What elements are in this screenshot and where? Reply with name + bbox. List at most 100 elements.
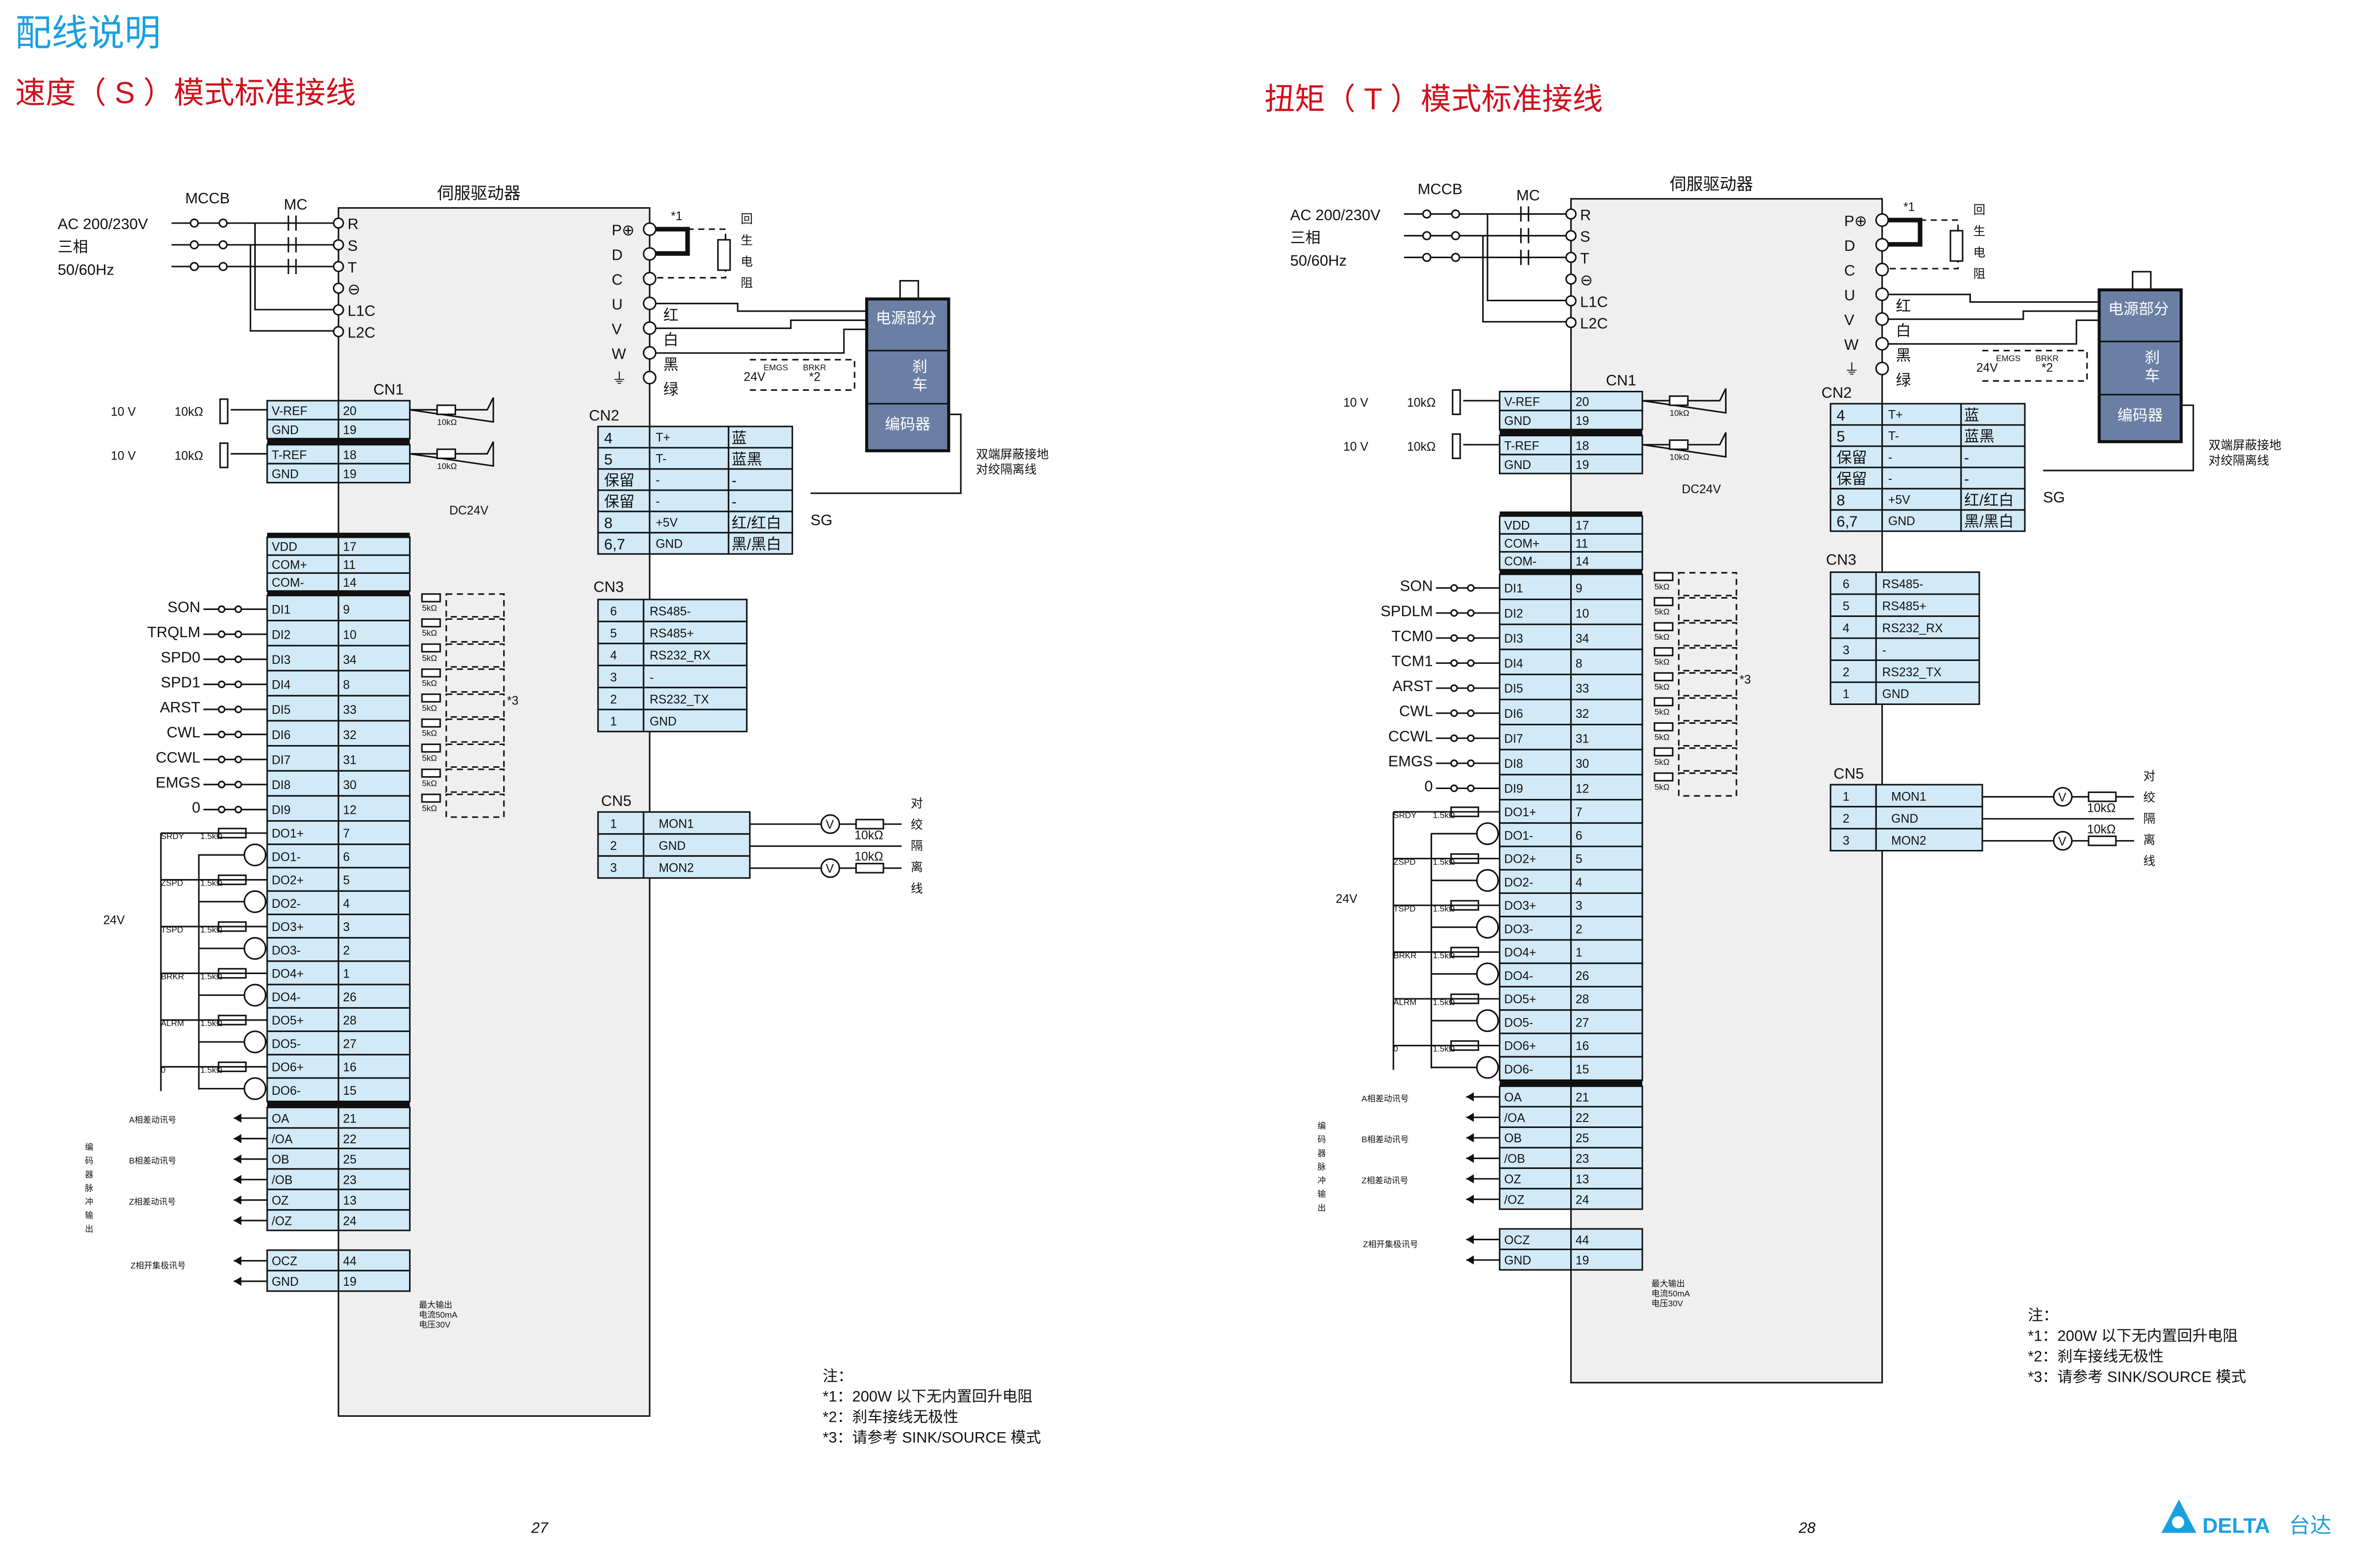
cn1-enc-name: /OA [1504, 1112, 1526, 1125]
analog-source-pot: 10kΩ [175, 406, 203, 419]
cn2-pin: 8 [1837, 492, 1845, 509]
cn1-enc-name: OA [272, 1112, 289, 1125]
cn2-pin: 5 [1837, 428, 1845, 445]
cn1-power-name: VDD [272, 541, 297, 554]
cn2-pin-cell [597, 447, 651, 470]
cn2-signal: - [655, 474, 659, 487]
di-optocoupler [1678, 747, 1737, 772]
cn1-power-name: VDD [1504, 519, 1530, 533]
di-signal-label: EMGS [1388, 752, 1433, 770]
driver-title: 伺服驱动器 [1670, 175, 1753, 193]
cn5-pin-cell [1829, 784, 1877, 808]
cn1-analog-pin: 18 [1576, 440, 1589, 453]
motor-brake-char: 车 [2145, 367, 2160, 384]
cn2-wire-color: 黑/黑白 [732, 536, 782, 553]
cn2-wire-color: 蓝黑 [1964, 428, 1994, 445]
analog-source-voltage: 10 V [1343, 396, 1368, 410]
enc-side-char: 冲 [85, 1197, 93, 1207]
motor-brake-char: 刹 [2145, 349, 2160, 366]
di-switch-contact [234, 781, 242, 789]
cn1-di-pin: 12 [1576, 783, 1589, 796]
arrow-left-icon [1466, 1174, 1474, 1184]
cn3-pin: 6 [610, 605, 617, 618]
motor-terminal-1 [1875, 238, 1889, 252]
cn1-di-pin: 9 [1576, 582, 1583, 596]
cn1-di-name: DI1 [272, 604, 290, 617]
cn1-name-cell [266, 1188, 339, 1211]
cn1-do-name: DO5- [1504, 1016, 1534, 1029]
cn1-pin-cell [1570, 1228, 1643, 1251]
cn1-pin-cell [1570, 985, 1643, 1011]
regen-resistor [1950, 230, 1963, 262]
mc-label: MC [284, 195, 308, 213]
cn1-pin-cell [1570, 454, 1643, 474]
cn2-pin-cell [597, 532, 651, 555]
mccb-contact [189, 240, 199, 250]
di-signal-label: ARST [160, 699, 200, 716]
cn2-signal: - [655, 495, 659, 509]
di-optocoupler [445, 768, 505, 793]
brake-emgs: EMGS [1996, 354, 2021, 363]
regen-label-char: 回 [741, 213, 753, 226]
cn1-pin-cell [1570, 774, 1643, 801]
cn1-pin-cell [337, 1249, 411, 1271]
voltmeter-icon [820, 858, 840, 878]
cn3-pin: 2 [1843, 666, 1850, 679]
cn1-enc-pin: 13 [1576, 1173, 1589, 1186]
cn1-name-cell [1498, 598, 1572, 625]
cn1-di-name: DI2 [1504, 607, 1523, 620]
cn1-di-name: DI7 [272, 753, 290, 767]
di-switch-contact [1450, 634, 1458, 642]
cn1-enc-bar [1499, 1080, 1642, 1086]
power-frequency: 50/60Hz [1290, 252, 1347, 269]
cn1-enc-pin: 23 [343, 1174, 356, 1187]
di-resistor [421, 768, 441, 778]
di-signal-label: TCM0 [1392, 627, 1433, 645]
cn1-ocz-name: GND [1504, 1254, 1532, 1267]
cn1-di-pin: 30 [343, 779, 356, 792]
cn3-signal: RS485- [650, 605, 691, 618]
cn5-pin: 2 [1843, 812, 1850, 826]
cn1-do-name: DO6- [1504, 1063, 1534, 1076]
mccb-contact [1451, 253, 1460, 262]
cn1-do-pin: 7 [343, 827, 350, 841]
cn5-pin-cell [597, 811, 645, 835]
cn1-di-name: DI9 [272, 804, 290, 817]
cn2-pin: 8 [604, 514, 612, 532]
cn1-do-pin: 1 [1576, 946, 1583, 960]
note-item: *3：请参考 SINK/SOURCE 模式 [2028, 1368, 2246, 1385]
power-terminal-2 [1565, 251, 1577, 263]
di-optocoupler [445, 718, 505, 743]
cn1-enc-pin: 24 [343, 1215, 356, 1228]
monitor-pot [855, 819, 885, 830]
cn1-name-cell [266, 867, 339, 892]
cn1-label: CN1 [1606, 372, 1636, 389]
cn5-side-char: 绞 [911, 818, 923, 832]
motor-terminal-label: ⏚ [612, 370, 627, 387]
cn2-color-cell [1960, 403, 2026, 426]
power-terminal-5 [332, 326, 344, 337]
do-resistor-label: 1.5kΩ [200, 1066, 222, 1075]
l1c-wire [254, 223, 334, 311]
di-switch-contact [1450, 584, 1458, 592]
enc-group-label: Z相差动讯号 [1361, 1176, 1408, 1185]
cn5-side-char: 线 [911, 882, 923, 895]
cn1-pin-cell [337, 536, 411, 556]
cn1-do-pin: 27 [1576, 1016, 1589, 1029]
cn1-label: CN1 [373, 381, 404, 398]
cn3-pin-cell [1829, 571, 1877, 595]
arrow-left-icon [233, 1276, 241, 1286]
arrow-left-icon [1466, 1195, 1474, 1204]
di-resistor [421, 593, 441, 603]
cn1-di-pin: 8 [1576, 657, 1583, 671]
brake-24v: 24V [1976, 362, 1998, 375]
cn2-signal-cell [1881, 445, 1962, 468]
regen-label-char: 回 [1973, 204, 1986, 217]
motor-phase-wire [655, 319, 867, 329]
cn1-di-name: DI8 [1504, 757, 1523, 771]
regen-note: *1 [1904, 200, 1915, 214]
cn2-signal-cell [649, 425, 730, 449]
servo-motor [865, 297, 950, 453]
wire-color-label: 绿 [1896, 372, 1911, 389]
regen-dash [1888, 219, 1959, 270]
